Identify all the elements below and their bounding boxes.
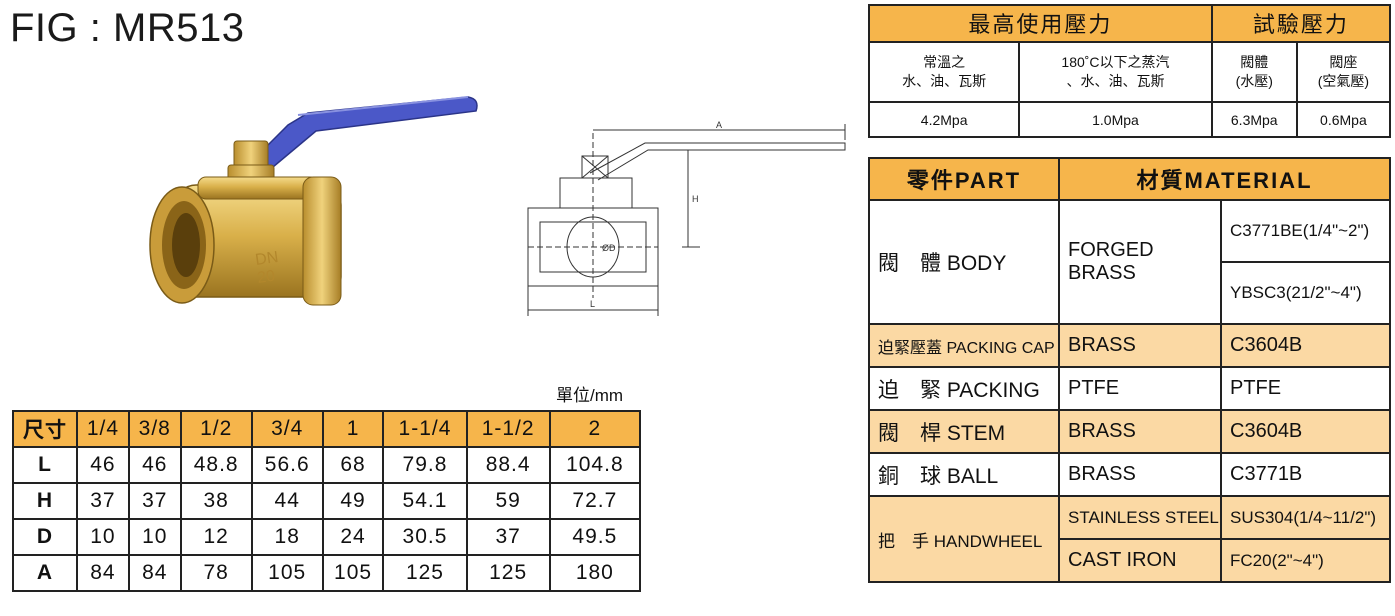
- table-cell: 46: [76, 446, 130, 484]
- dim-h-label: H: [692, 194, 699, 204]
- table-cell: 48.8: [179, 446, 253, 484]
- table-cell: 68: [321, 446, 385, 484]
- svg-text:DN: DN: [254, 249, 279, 269]
- test-pressure-header: 試驗壓力: [1210, 4, 1392, 43]
- pressure-value: 1.0Mpa: [1018, 101, 1213, 138]
- table-cell: 84: [127, 554, 182, 592]
- table-cell: 105: [250, 554, 324, 592]
- part-ball: 銅 球 BALL: [868, 452, 1060, 497]
- dimension-table: 尺寸 1/4 3/8 1/2 3/4 1 1-1/4 1-1/2 2 L 46 …: [12, 410, 642, 592]
- material-handwheel-2: CAST IRON: [1058, 538, 1222, 583]
- table-cell: 10: [76, 518, 130, 556]
- table-row: H 37 37 38 44 49 54.1 59 72.7: [12, 482, 642, 520]
- table-cell: 46: [127, 446, 182, 484]
- pressure-value: 6.3Mpa: [1210, 101, 1298, 138]
- table-cell: 88.4: [465, 446, 551, 484]
- table-cell: 180: [548, 554, 642, 592]
- ball-valve-photo: DN 20: [149, 96, 478, 306]
- row-label: A: [12, 554, 78, 592]
- table-cell: 84: [76, 554, 130, 592]
- row-label: H: [12, 482, 78, 520]
- table-cell: 10: [127, 518, 182, 556]
- size-cell: 1-1/4: [382, 410, 468, 448]
- size-cell: 1: [321, 410, 385, 448]
- unit-label: 單位/mm: [556, 386, 624, 405]
- table-cell: 56.6: [250, 446, 324, 484]
- material-packing: PTFE: [1058, 366, 1222, 411]
- spec-packing: PTFE: [1220, 366, 1391, 411]
- table-row: L 46 46 48.8 56.6 68 79.8 88.4 104.8: [12, 446, 642, 484]
- size-cell: 3/8: [127, 410, 182, 448]
- pressure-value: 4.2Mpa: [867, 101, 1021, 138]
- max-pressure-header: 最高使用壓力: [868, 4, 1213, 43]
- part-stem: 閥 桿 STEM: [868, 409, 1060, 454]
- material-ball: BRASS: [1058, 452, 1222, 497]
- table-cell: 104.8: [548, 446, 642, 484]
- part-packing: 迫 緊 PACKING: [868, 366, 1060, 411]
- table-cell: 125: [382, 554, 468, 592]
- table-cell: 38: [179, 482, 253, 520]
- part-body: 閥 體 BODY: [868, 199, 1060, 325]
- size-cell: 3/4: [250, 410, 324, 448]
- material-body: FORGED BRASS: [1058, 199, 1222, 325]
- table-cell: 37: [465, 518, 551, 556]
- material-handwheel-1: STAINLESS STEEL: [1058, 495, 1222, 540]
- part-handwheel: 把 手 HANDWHEEL: [868, 495, 1060, 583]
- size-corner-cell: 尺寸: [12, 410, 78, 448]
- table-cell: 79.8: [382, 446, 468, 484]
- table-cell: 37: [76, 482, 130, 520]
- pressure-condition-cell: 180˚C以下之蒸汽、水、油、瓦斯: [1018, 40, 1213, 104]
- dim-a-label: A: [716, 120, 722, 130]
- table-cell: 18: [250, 518, 324, 556]
- material-stem: BRASS: [1058, 409, 1222, 454]
- dim-l-label: L: [590, 299, 595, 309]
- size-cell: 1/4: [76, 410, 130, 448]
- table-cell: 78: [179, 554, 253, 592]
- table-cell: 54.1: [382, 482, 468, 520]
- spec-body-1: C3771BE(1/4"~2"): [1220, 199, 1391, 263]
- table-row: A 84 84 78 105 105 125 125 180: [12, 554, 642, 592]
- table-cell: 12: [179, 518, 253, 556]
- pressure-condition-cell: 常溫之水、油、瓦斯: [867, 40, 1021, 104]
- table-cell: 49: [321, 482, 385, 520]
- material-header: 材質MATERIAL: [1058, 157, 1391, 201]
- spec-handwheel-1: SUS304(1/4~11/2"): [1220, 495, 1391, 540]
- spec-body-2: YBSC3(21/2"~4"): [1220, 261, 1391, 325]
- material-packing-cap: BRASS: [1058, 323, 1222, 368]
- pressure-value: 0.6Mpa: [1295, 101, 1392, 138]
- spec-stem: C3604B: [1220, 409, 1391, 454]
- table-cell: 125: [465, 554, 551, 592]
- dim-d-label: ØD: [602, 243, 616, 253]
- pressure-condition-cell: 閥座(空氣壓): [1295, 40, 1392, 104]
- pressure-table: 最高使用壓力 試驗壓力 常溫之水、油、瓦斯 180˚C以下之蒸汽、水、油、瓦斯 …: [867, 4, 1392, 138]
- table-cell: 24: [321, 518, 385, 556]
- size-cell: 1-1/2: [465, 410, 551, 448]
- size-header-row: 尺寸 1/4 3/8 1/2 3/4 1 1-1/4 1-1/2 2: [12, 410, 642, 448]
- table-cell: 44: [250, 482, 324, 520]
- size-cell: 2: [548, 410, 642, 448]
- table-row: D 10 10 12 18 24 30.5 37 49.5: [12, 518, 642, 556]
- pressure-condition-cell: 閥體(水壓): [1210, 40, 1298, 104]
- table-cell: 105: [321, 554, 385, 592]
- part-packing-cap: 迫緊壓蓋 PACKING CAP: [868, 323, 1060, 368]
- valve-dimension-drawing: A H ØD L: [527, 120, 846, 316]
- material-table: 零件PART 材質MATERIAL 閥 體 BODY FORGED BRASS …: [868, 157, 1391, 583]
- row-label: D: [12, 518, 78, 556]
- spec-ball: C3771B: [1220, 452, 1391, 497]
- row-label: L: [12, 446, 78, 484]
- figure-title: FIG : MR513: [10, 6, 245, 50]
- table-cell: 72.7: [548, 482, 642, 520]
- part-header: 零件PART: [868, 157, 1060, 201]
- size-cell: 1/2: [179, 410, 253, 448]
- svg-text:20: 20: [256, 268, 276, 287]
- table-cell: 30.5: [382, 518, 468, 556]
- table-cell: 37: [127, 482, 182, 520]
- table-cell: 59: [465, 482, 551, 520]
- spec-handwheel-2: FC20(2"~4"): [1220, 538, 1391, 583]
- spec-packing-cap: C3604B: [1220, 323, 1391, 368]
- table-cell: 49.5: [548, 518, 642, 556]
